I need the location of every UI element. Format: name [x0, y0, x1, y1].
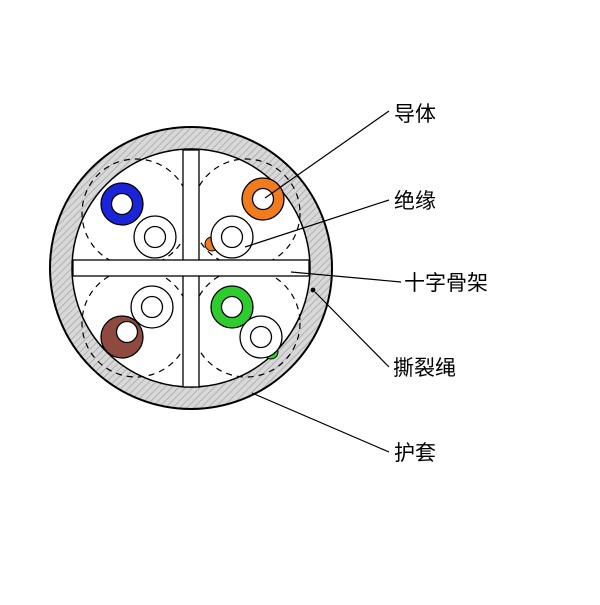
leader-line-insulation	[244, 199, 390, 248]
wire-brown-conductor	[115, 320, 139, 344]
wire-white-top-left-conductor	[143, 225, 167, 249]
cross-spline-horizontal	[72, 259, 310, 277]
leader-line-rip-cord	[314, 291, 390, 368]
label-conductor: 导体	[394, 103, 436, 126]
label-cross-spline: 十字骨架	[404, 272, 488, 295]
wire-orange-conductor	[251, 187, 275, 211]
wire-blue-conductor	[110, 192, 134, 216]
label-rip-cord: 撕裂绳	[393, 357, 456, 380]
leader-line-cross-spline	[290, 271, 402, 283]
wire-white-top-left	[133, 215, 177, 259]
wire-white-bottom-right	[239, 315, 283, 359]
wire-white-bottom-left	[130, 285, 174, 329]
label-jacket: 护套	[394, 442, 436, 465]
leader-line-jacket	[251, 392, 390, 453]
leader-line-conductor	[264, 110, 390, 199]
wire-orange	[241, 177, 285, 221]
wire-white-bottom-left-conductor	[140, 295, 164, 319]
wire-brown	[100, 315, 144, 359]
wire-white-top-right	[210, 215, 254, 259]
wire-blue	[100, 182, 144, 226]
wire-white-top-right-conductor	[220, 225, 244, 249]
rip-cord-dot	[310, 287, 316, 293]
label-insulation: 绝缘	[394, 190, 436, 213]
wire-white-bottom-right-conductor	[249, 325, 273, 349]
wire-green	[210, 285, 254, 329]
wire-green-conductor	[220, 295, 244, 319]
